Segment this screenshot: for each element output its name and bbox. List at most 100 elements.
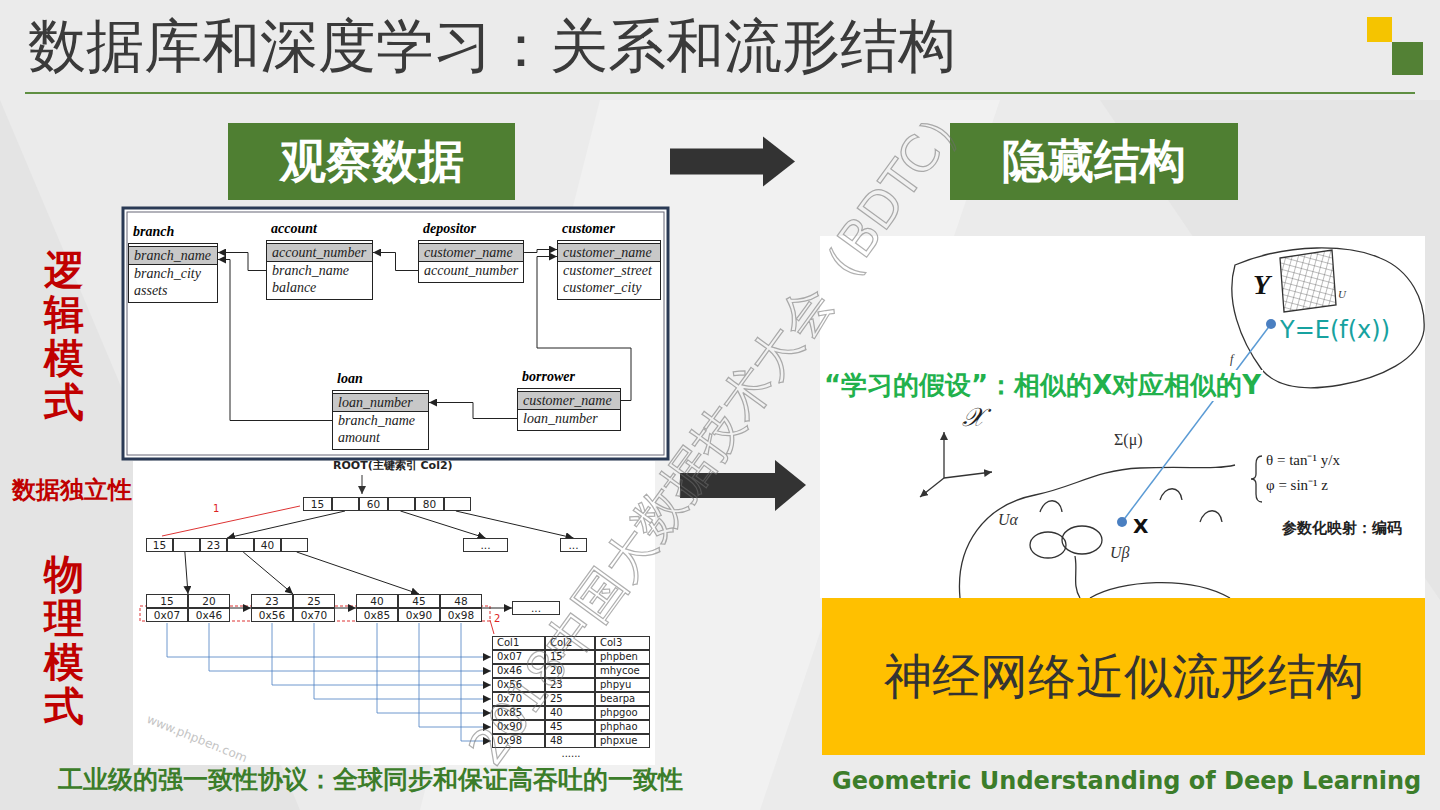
table-cell: 15 [545,650,595,664]
table-box: branch_namebranch_cityassets [128,243,218,303]
key-cell: 0x98 [440,608,482,622]
flow-arrow [515,149,950,175]
key-cell: 60 [359,497,388,511]
table-box: customer_nameloan_number [517,388,621,431]
pointer-cell [332,497,359,511]
leader-line [362,475,363,494]
point-x [1117,517,1127,527]
primary-key: branch_name [129,246,217,265]
key-cell: ... [512,601,560,615]
primary-key: account_number [267,243,372,262]
attribute: branch_name [333,412,428,429]
relation-table: loanloan_numberbranch_nameamount [332,368,429,450]
connector [227,511,345,538]
btree-node: 152340 [146,538,308,552]
point-y [1266,319,1276,329]
primary-key: customer_name [558,243,660,262]
connector [429,403,517,419]
table-name: borrower [517,366,621,388]
text-label: X [1133,514,1148,538]
table-cell: phphao [595,720,650,734]
key-cell: 23 [200,538,227,552]
attribute: assets [129,282,217,299]
table-cell: phpyu [595,678,650,692]
key-cell: 20 [188,594,230,608]
key-cell: 0x56 [251,608,293,622]
table-cell: phpgoo [595,706,650,720]
slide-title: 数据库和深度学习：关系和流形结构 [28,12,956,82]
big-arrow-shaft [680,473,776,498]
btree-node: 156080 [303,497,471,511]
table-cell: 45 [545,720,595,734]
text-label: Σ(μ) [1114,430,1143,449]
key-cell: 25 [293,594,335,608]
table-name: account [266,218,373,240]
highlight-box: 神经网络近似流形结构 [822,598,1425,755]
btree-node: ... [560,538,587,552]
er-frame-inner [127,212,664,455]
table-box: customer_namecustomer_streetcustomer_cit… [557,240,661,300]
flow-arrow-head [763,137,795,187]
table-name: loan [332,368,429,390]
attribute: balance [267,279,372,296]
pointer-cell [173,538,200,552]
table-cell: bearpa [595,692,650,706]
table-cell: 0x98 [492,734,545,748]
btree-node: 4045480x850x900x98 [356,594,482,622]
key-cell: 0x46 [188,608,230,622]
table-cell: 0x56 [492,678,545,692]
pointer-line [419,623,491,727]
table-box: customer_nameaccount_number [418,240,524,283]
deco-square [1367,17,1392,42]
table-cell: 0x46 [492,664,545,678]
pointer-line [272,623,491,685]
attribute: customer_city [558,279,660,296]
connector [218,253,266,271]
box-label: 隐藏结构 [1002,131,1186,193]
text-label: Geometric Understanding of Deep Learning [832,767,1421,796]
table-cell: Col3 [595,636,650,650]
text-label: “学习的假设”：相似的X对应相似的Y [822,370,1263,401]
text-label: 逻辑模式 [44,248,84,424]
pointer-line [209,623,491,671]
box-label: 观察数据 [280,131,464,193]
table-cell: Col2 [545,636,595,650]
primary-key: loan_number [333,393,428,412]
key-cell: 0x70 [293,608,335,622]
connector [297,552,419,594]
btree-node: 23250x560x70 [251,594,335,622]
btree-node: ... [512,601,560,615]
table-cell: ...... [492,748,650,760]
attribute: customer_street [558,262,660,279]
table-cell: phpxue [595,734,650,748]
text-label: U [1338,288,1346,301]
text-label: ROOT(主键索引 Col2) [333,459,453,472]
text-label: f [1230,352,1233,366]
table-box: loan_numberbranch_nameamount [332,390,429,450]
attribute: amount [333,429,428,446]
key-cell: 0x07 [146,608,188,622]
er-frame [123,208,668,459]
image-panel [820,236,1425,598]
pointer-cell [444,497,471,511]
pointer-line [314,623,491,699]
table-cell: 0x07 [492,650,545,664]
table-cell: 0x70 [492,692,545,706]
relation-table: accountaccount_numberbranch_namebalance [266,218,373,300]
key-cell: 23 [251,594,293,608]
pointer-cell [281,538,308,552]
connector [335,608,356,609]
btree-node: ... [463,538,508,552]
key-cell: 80 [415,497,444,511]
big-arrow-head [775,460,806,511]
relation-table: branchbranch_namebranch_cityassets [128,221,218,303]
btree-node: 15200x070x46 [146,594,230,622]
key-cell: 15 [146,538,173,552]
key-cell: ... [463,538,508,552]
key-cell: 15 [146,594,188,608]
connector [185,552,188,594]
pointer-line [167,623,491,657]
key-cell: 0x90 [398,608,440,622]
table-cell: 23 [545,678,595,692]
